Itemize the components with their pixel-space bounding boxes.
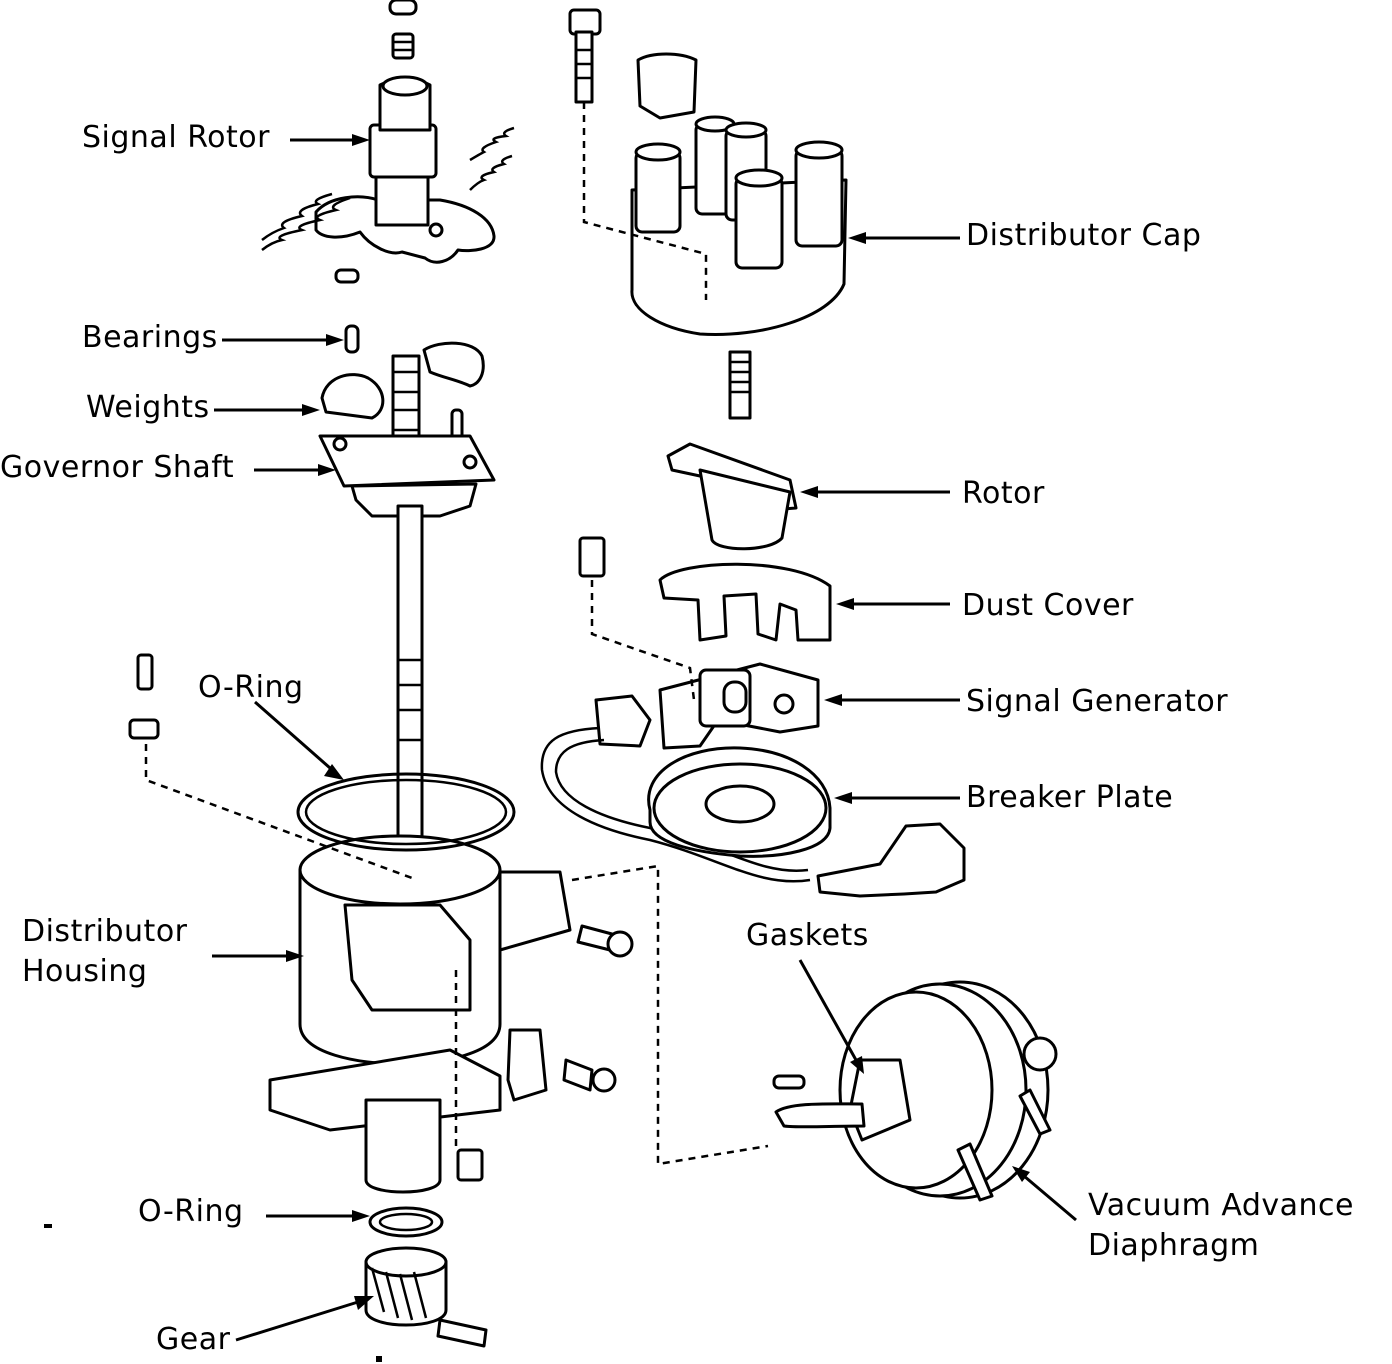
label-breaker-plate: Breaker Plate xyxy=(966,780,1174,815)
gear-part xyxy=(364,1246,488,1348)
scan-speck xyxy=(44,1224,52,1228)
scan-speck xyxy=(376,1356,382,1362)
dust-cover-part xyxy=(578,536,832,642)
label-governor-shaft: Governor Shaft xyxy=(0,450,235,485)
assembly-guide-lines xyxy=(144,102,769,1166)
o-ring-lower-part xyxy=(368,1206,444,1238)
signal-rotor-part xyxy=(261,0,515,284)
rotor-part xyxy=(666,442,798,551)
label-signal-generator: Signal Generator xyxy=(966,684,1229,719)
label-distributor-housing-line1: Distributor xyxy=(22,914,188,949)
distributor-housing-part xyxy=(128,653,634,1194)
label-o-ring-lower: O-Ring xyxy=(138,1194,244,1229)
label-rotor: Rotor xyxy=(962,476,1045,511)
label-o-ring-upper: O-Ring xyxy=(198,670,304,705)
label-distributor-cap: Distributor Cap xyxy=(966,218,1202,253)
label-gear: Gear xyxy=(156,1322,231,1357)
label-vacuum-advance-line1: Vacuum Advance xyxy=(1088,1188,1354,1223)
breaker-plate-part xyxy=(647,746,966,898)
label-vacuum-advance-line2: Diaphragm xyxy=(1088,1228,1260,1263)
vacuum-advance-diaphragm-part xyxy=(772,980,1058,1202)
governor-shaft-part xyxy=(318,324,496,853)
distributor-cap-part xyxy=(568,8,848,420)
label-distributor-housing-line2: Housing xyxy=(22,954,148,989)
signal-generator-part xyxy=(540,662,820,883)
label-signal-rotor: Signal Rotor xyxy=(82,120,270,155)
label-dust-cover: Dust Cover xyxy=(962,588,1134,623)
o-ring-upper-part xyxy=(296,772,516,852)
leader-lines xyxy=(212,134,1077,1342)
label-weights: Weights xyxy=(86,390,210,425)
label-gaskets: Gaskets xyxy=(746,918,869,953)
label-bearings: Bearings xyxy=(82,320,218,355)
